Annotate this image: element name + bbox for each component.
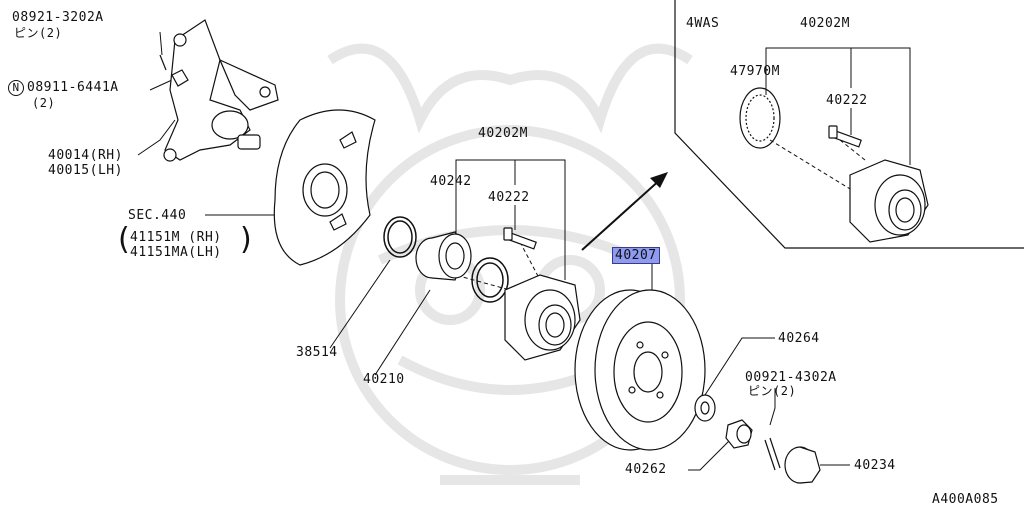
- label-nut-qty: (2): [32, 96, 56, 110]
- label-nut[interactable]: 08911-6441A: [27, 80, 119, 95]
- lock-nut-part: [725, 419, 753, 449]
- inset-frame: [674, 0, 1024, 249]
- inset-label-sensor-ring[interactable]: 47970M: [730, 64, 780, 79]
- label-knuckle-rh[interactable]: 40014(RH): [48, 148, 123, 163]
- backing-plate: [273, 109, 376, 266]
- label-snap-ring[interactable]: 38514: [296, 345, 338, 360]
- label-washer[interactable]: 40264: [778, 331, 820, 346]
- label-pin-a[interactable]: 08921-3202A: [12, 10, 104, 25]
- brace-right: ): [240, 222, 252, 257]
- inset-title: 4WAS: [686, 16, 720, 31]
- washer-part: [694, 394, 716, 422]
- label-pin-a-qty: ピン(2): [14, 26, 63, 40]
- label-nut-n-symbol: N: [8, 80, 24, 96]
- nut-part: [171, 69, 189, 87]
- label-hub-group[interactable]: 40202M: [478, 126, 528, 141]
- inset-sensor-ring: [739, 87, 781, 149]
- label-sec[interactable]: SEC.440: [128, 208, 187, 223]
- brace-left: (: [118, 222, 130, 257]
- inset-hub: [849, 159, 929, 243]
- inset-hub-bolt: [828, 125, 862, 148]
- wheel-bearing-part: [415, 231, 472, 281]
- leader-lines: [137, 31, 911, 471]
- label-pin-b-qty: ピン(2): [748, 384, 797, 398]
- hub-bolt-part: [503, 227, 537, 250]
- label-cap[interactable]: 40234: [854, 458, 896, 473]
- label-rotor-highlighted[interactable]: 40207: [612, 247, 660, 264]
- label-plate-rh[interactable]: 41151M (RH): [130, 230, 222, 245]
- inset-arrow: [581, 172, 668, 251]
- inset-label-hub-group[interactable]: 40202M: [800, 16, 850, 31]
- label-plate-lh[interactable]: 41151MA(LH): [130, 245, 222, 260]
- label-hub-bolt[interactable]: 40222: [488, 190, 530, 205]
- label-bearing[interactable]: 40210: [363, 372, 405, 387]
- label-pin-b[interactable]: 00921-4302A: [745, 370, 837, 385]
- inset-label-hub-bolt[interactable]: 40222: [826, 93, 868, 108]
- brake-rotor-part: [574, 289, 706, 451]
- hub-part: [504, 274, 581, 361]
- catalog-code: A400A085: [932, 492, 999, 507]
- label-seal[interactable]: 40242: [430, 174, 472, 189]
- pin-a-part: [159, 54, 167, 71]
- grease-cap-part: [784, 446, 821, 484]
- steering-knuckle: [163, 19, 279, 162]
- cotter-pin-part: [764, 437, 781, 471]
- seal-part: [471, 257, 509, 303]
- label-knuckle-lh[interactable]: 40015(LH): [48, 163, 123, 178]
- snap-ring-part: [383, 216, 417, 258]
- label-lock-nut[interactable]: 40262: [625, 462, 667, 477]
